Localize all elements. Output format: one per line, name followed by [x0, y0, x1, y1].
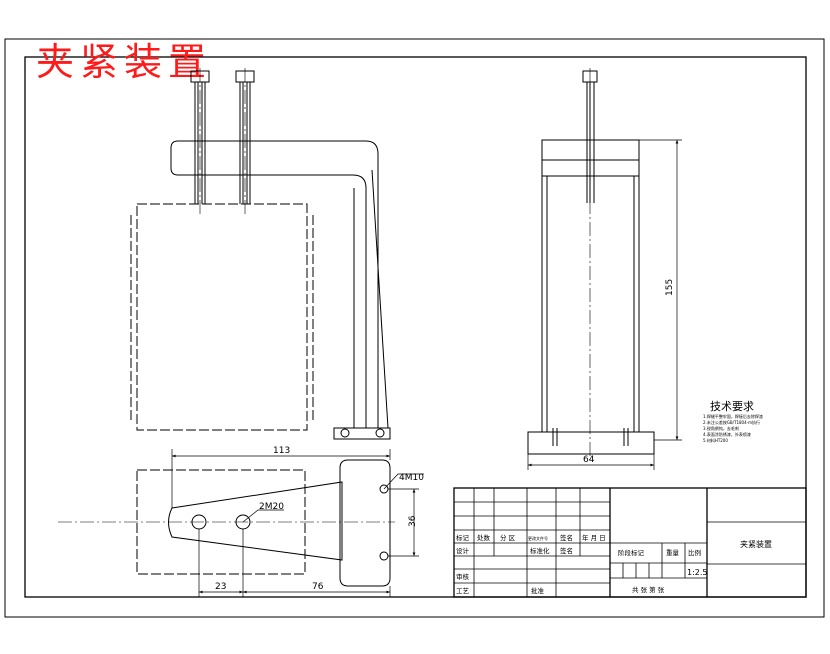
dimensions [171, 139, 682, 597]
leader-4m10 [383, 473, 424, 490]
base-top [339, 459, 391, 587]
tb-scale-value: 1:2.5 [687, 568, 708, 577]
tb-drawing-name: 夹紧装置 [740, 539, 772, 549]
tb-change-doc: 更改文件号 [528, 535, 548, 541]
tb-review: 审核 [456, 572, 470, 581]
workpiece-top [136, 469, 306, 575]
tb-process: 工艺 [456, 587, 470, 595]
leader-2m20 [242, 509, 284, 523]
title-block-frame [453, 487, 807, 598]
arm-rib [371, 169, 389, 429]
tech-req-line: 2.未注公差按GB/T1804-m执行 [703, 419, 760, 425]
tb-count: 处数 [477, 533, 491, 542]
inner-border [24, 56, 807, 598]
tech-req-heading: 技术要求 [710, 400, 754, 413]
drawing-title: 夹紧装置 [36, 40, 212, 84]
tb-design: 设计 [456, 546, 470, 555]
tech-req-line: 1.焊缝平整牢固，焊接后去除焊渣 [703, 413, 763, 419]
tb-sign2: 签名 [560, 546, 573, 555]
foot-bolt [340, 428, 350, 438]
side-base [527, 431, 655, 455]
dim-label-4m10: 4M10 [399, 473, 424, 483]
tech-req-line: 4.表面涂防锈漆，外表喷漆 [703, 431, 751, 437]
tech-req-line: 3.锐角倒钝，去毛刺 [703, 425, 739, 431]
dim-label-113: 113 [273, 446, 290, 456]
tb-scale: 比例 [688, 548, 701, 557]
front-view [130, 68, 391, 440]
base-plate [333, 427, 391, 440]
tech-req-line: 5.材料HT200 [703, 437, 728, 443]
clamp-arm-top [168, 481, 343, 561]
dim-label-23: 23 [215, 582, 226, 592]
tb-date: 年 月 日 [582, 533, 606, 542]
side-view [527, 68, 655, 460]
top-view [58, 459, 395, 587]
outer-border [4, 38, 825, 618]
tb-approve: 批准 [531, 586, 545, 595]
dim-label-76: 76 [312, 582, 324, 592]
foot-bolt [375, 428, 385, 438]
clamp-arm [170, 140, 379, 429]
tb-mark: 标记 [456, 533, 470, 542]
foot-hole [379, 551, 389, 561]
tb-zone: 分 区 [500, 533, 516, 542]
tb-standardize: 标准化 [530, 546, 550, 555]
tb-weight: 重量 [666, 549, 680, 557]
tb-stage-mark: 阶段标记 [618, 548, 645, 557]
dim-label-36: 36 [408, 515, 418, 527]
dim-label-64: 64 [583, 455, 595, 465]
title-block [453, 487, 807, 598]
dim-label-155: 155 [665, 279, 675, 296]
workpiece [136, 203, 308, 431]
tb-sheets: 共 张 第 张 [632, 585, 665, 594]
tb-sign: 签名 [560, 533, 573, 542]
dim-label-2m20: 2M20 [259, 502, 284, 512]
